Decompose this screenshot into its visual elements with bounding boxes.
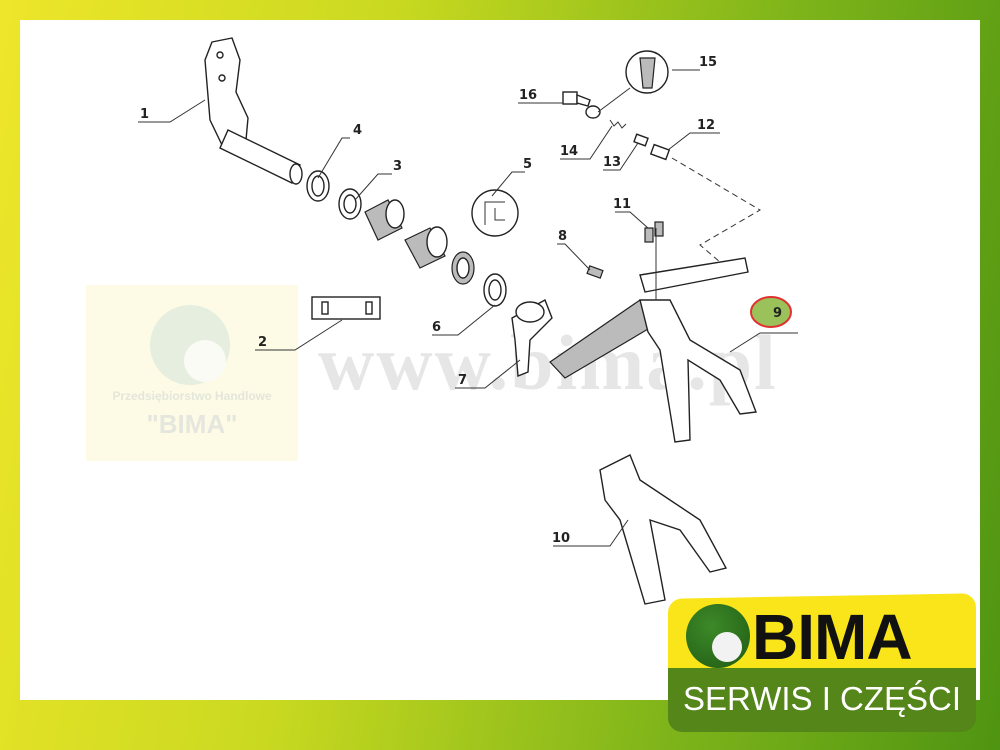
part-13-pin[interactable] <box>633 133 649 147</box>
watermark-logo: Przedsiębiorstwo Handlowe "BIMA" <box>86 285 298 461</box>
callout-5[interactable]: 5 <box>523 157 532 172</box>
part-14-spring[interactable] <box>609 119 627 129</box>
part-7-arm[interactable] <box>511 299 553 378</box>
callout-15[interactable]: 15 <box>699 55 717 70</box>
logo-tagline: SERWIS I CZĘŚCI <box>682 680 962 717</box>
part-2-bearing[interactable] <box>404 226 448 269</box>
part-9-fork[interactable] <box>549 257 757 443</box>
dashed-guide <box>671 157 761 263</box>
callout-6[interactable]: 6 <box>432 320 441 335</box>
part-6-washer[interactable] <box>483 273 507 307</box>
part-16-bolt[interactable] <box>562 91 591 107</box>
callout-8[interactable]: 8 <box>558 229 567 244</box>
callout-10[interactable]: 10 <box>552 531 570 546</box>
part-8-pin[interactable] <box>586 265 604 279</box>
callout-16[interactable]: 16 <box>519 88 537 103</box>
watermark-name: "BIMA" <box>146 409 238 439</box>
callout-2[interactable]: 2 <box>258 335 267 350</box>
part-5-detail <box>471 189 519 237</box>
part-11-screws[interactable] <box>644 221 664 243</box>
part-5-ring[interactable] <box>451 251 475 285</box>
callout-13[interactable]: 13 <box>603 155 621 170</box>
callout-12[interactable]: 12 <box>697 118 715 133</box>
part-15-detail <box>625 50 669 94</box>
callout-1[interactable]: 1 <box>140 107 149 122</box>
part-1-lever[interactable] <box>204 37 303 185</box>
part-3-washer[interactable] <box>338 188 362 220</box>
part-12-pin[interactable] <box>649 143 671 161</box>
callout-11[interactable]: 11 <box>613 197 631 212</box>
callout-7[interactable]: 7 <box>458 373 467 388</box>
leader-lines <box>138 69 798 547</box>
callout-14[interactable]: 14 <box>560 144 578 159</box>
part-10-fork[interactable] <box>599 454 728 605</box>
part-15-ring[interactable] <box>585 105 601 119</box>
watermark-company: Przedsiębiorstwo Handlowe <box>112 389 272 403</box>
callout-9[interactable]: 9 <box>773 306 782 321</box>
part-2-detail <box>311 296 381 320</box>
part-3-bearing[interactable] <box>364 199 405 241</box>
bima-logo: BIMA SERWIS I CZĘŚCI <box>668 593 976 734</box>
part-4-ring[interactable] <box>306 170 330 202</box>
highlight-callout-9[interactable] <box>750 296 792 328</box>
callout-4[interactable]: 4 <box>353 123 362 138</box>
callout-3[interactable]: 3 <box>393 159 402 174</box>
logo-name: BIMA <box>752 601 913 673</box>
